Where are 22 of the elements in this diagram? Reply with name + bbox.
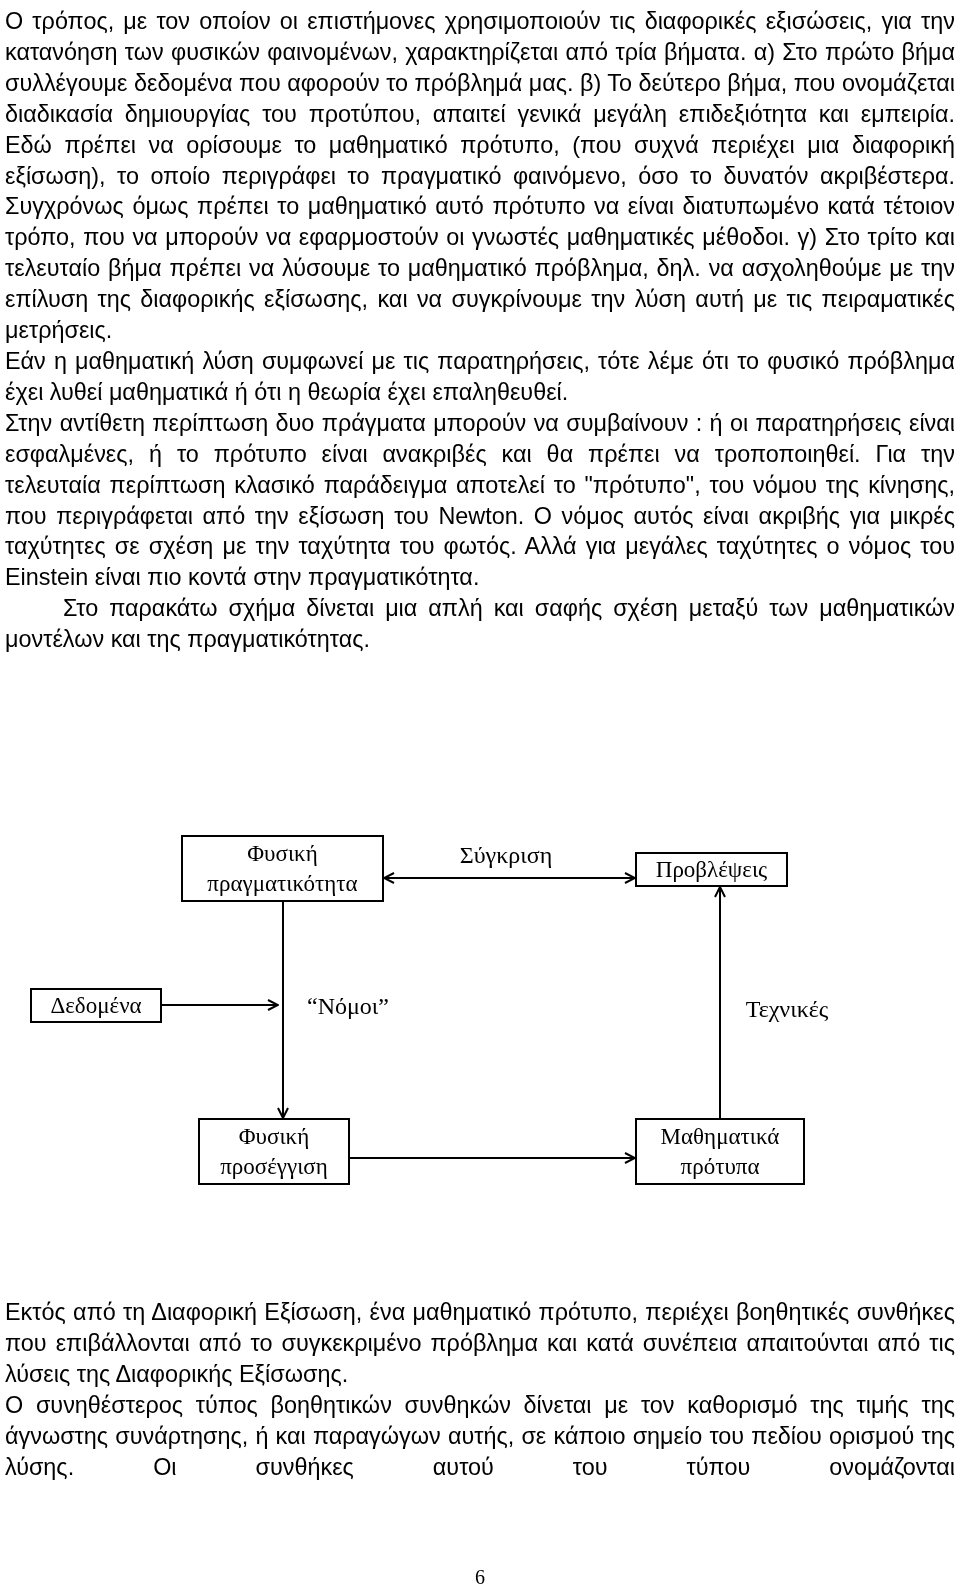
box-label: Φυσική πραγματικότητα	[206, 839, 359, 898]
paragraph: Εκτός από τη Διαφορική Εξίσωση, ένα μαθηματικό πρότυπο, περιέχει βοηθητικές συνθήκες που επιβάλλονται από το συγκεκριμένο πρόβλημα και κατά συνέπεια απαιτούνται από τις λύσεις της Διαφορικής Εξίσωσης.	[5, 1298, 955, 1389]
text-box	[635, 1118, 805, 1185]
arrow	[383, 872, 636, 884]
box-label: Μαθηματικά πρότυπα	[659, 1122, 781, 1181]
paragraph: Ο τρόπος, με τον οποίον οι επιστήμονες χρησιμοποιούν τις διαφορικές εξισώσεις, για την κατανόηση των φυσικών φαινομένων, χαρακτηρίζεται από τρία βήματα. α) Στο πρώτο βήμα συλλέγουμε δεδομένα που αφορούν το πρόβλημά μας. β) Το δεύτερο βήμα, που ονομάζεται διαδικασία δημιουργίας του προτύπου, απαιτεί γενικά μεγάλη επιδεξιότητα και εμπειρία. Εδώ πρέπει να ορίσουμε το μαθηματικό πρότυπο, (που συχνά περιέχει μια διαφορική εξίσωση), το οποίο περιγράφει το πραγματικό φαινόμενο, όσο το δυνατόν ακριβέστερα. Συγχρόνως όμως πρέπει το μαθηματικό αυτό πρότυπο να είναι διατυπωμένο κατά τέτοιον τρόπο, που να μπορούν να εφαρμοστούν οι γνωστές μαθηματικές μέθοδοι. γ) Στο τρίτο και τελευταίο βήμα πρέπει να λύσουμε το μαθηματικό πρόβλημα, δηλ. να ασχοληθούμε με την επίλυση της διαφορικής εξίσωσης, και να συγκρίνουμε την λύση αυτή με τις πειραματικές μετρήσεις.	[5, 7, 955, 346]
paragraph: Στο παρακάτω σχήμα δίνεται μια απλή και σαφής σχέση μεταξύ των μαθηματικών μοντέλων και της πραγματικότητας.	[5, 594, 955, 655]
arrow	[277, 901, 289, 1119]
arrow	[349, 1152, 636, 1164]
text-box	[198, 1118, 350, 1185]
box-label: Φυσική προσέγγιση	[219, 1122, 329, 1181]
paragraph: Εάν η μαθηματική λύση συμφωνεί με τις παρατηρήσεις, τότε λέμε ότι το φυσικό πρόβλημα έχει λυθεί μαθηματικά ή ότι η θεωρία έχει επαληθευθεί.	[5, 346, 955, 407]
arrow	[714, 886, 726, 1119]
paragraph: Ο συνηθέστερος τύπος βοηθητικών συνθηκών δίνεται με τον καθορισμό της τιμής της άγνωστης συνάρτησης, ή και παραγώγων αυτής, σε κάποιο σημείο του πεδίου ορισμού της λύσης. Οι συνθήκες αυτού του τύπου ονομάζονται	[5, 1390, 955, 1482]
text-box	[635, 852, 788, 887]
box-label: Προβλέψεις	[655, 855, 768, 884]
page-number: 6	[474, 1566, 486, 1589]
paragraph: Στην αντίθετη περίπτωση δυο πράγματα μπορούν να συμβαίνουν : ή οι παρατηρήσεις είναι εσφαλμένες, ή το πρότυπο είναι ανακριβές και θα πρέπει να τροποποιηθεί. Για την τελευταία περίπτωση κλασικό παράδειγμα αποτελεί το "πρότυπο", του νόμου της κίνησης, που περιγράφεται από την εξίσωση του Newton. Ο νόμος αυτός είναι ακριβής για μικρές ταχύτητες σε σχέση με την ταχύτητα του φωτός. Αλλά για μεγάλες ταχύτητες ο νόμος του Einstein είναι πιο κοντά στην πραγματικότητα.	[5, 408, 955, 593]
box-label: Δεδομένα	[50, 991, 142, 1020]
arrow	[161, 999, 279, 1011]
text-box	[181, 835, 384, 902]
text-box	[30, 988, 162, 1023]
